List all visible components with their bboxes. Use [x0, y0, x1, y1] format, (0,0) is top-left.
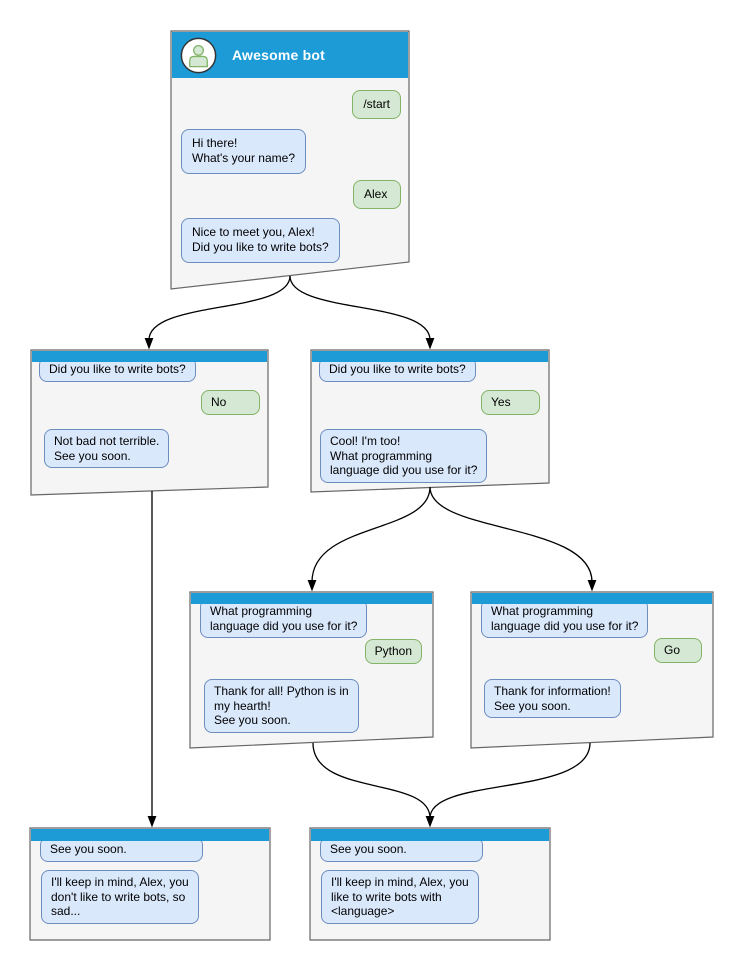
bot-title: Awesome bot	[232, 47, 325, 63]
bot-message[interactable]: I'll keep in mind, Alex, you like to wri…	[321, 870, 479, 924]
no-branch-titlebar	[32, 351, 267, 362]
sad-end-titlebar	[31, 829, 269, 841]
yes-branch-titlebar	[312, 351, 548, 362]
bot-message[interactable]: I'll keep in mind, Alex, you don't like …	[41, 870, 199, 924]
chat-window-yes-branch[interactable]: Did you like to write bots? Yes Cool! I'…	[311, 350, 549, 492]
user-message[interactable]: Alex	[353, 180, 401, 210]
python-branch-titlebar	[191, 593, 432, 604]
user-message[interactable]: Python	[364, 639, 422, 664]
chat-window-sad-end[interactable]: See you soon. I'll keep in mind, Alex, y…	[30, 828, 270, 940]
user-message[interactable]: Go	[654, 638, 702, 663]
bot-message[interactable]: What programming language did you use fo…	[481, 599, 649, 639]
user-message[interactable]: No	[201, 390, 260, 415]
bot-message[interactable]: Not bad not terrible. See you soon.	[44, 429, 170, 469]
bot-message[interactable]: Thank for information! See you soon.	[484, 679, 621, 719]
bot-message[interactable]: Hi there! What's your name?	[181, 129, 307, 174]
root-titlebar: Awesome bot	[172, 32, 408, 78]
bot-message[interactable]: Cool! I'm too! What programming language…	[320, 429, 488, 483]
chat-window-root[interactable]: Awesome bot /start Hi there! What's your…	[171, 31, 409, 289]
chat-window-language-end[interactable]: See you soon. I'll keep in mind, Alex, y…	[310, 828, 550, 940]
go-branch-titlebar	[472, 593, 712, 604]
chat-window-go-branch[interactable]: What programming language did you use fo…	[471, 592, 713, 748]
chat-window-python-branch[interactable]: What programming language did you use fo…	[190, 592, 433, 748]
bot-message[interactable]: See you soon.	[40, 837, 203, 862]
user-message[interactable]: Yes	[481, 390, 540, 415]
bot-message[interactable]: Nice to meet you, Alex! Did you like to …	[181, 218, 340, 263]
bot-avatar-person-icon	[180, 37, 217, 73]
bot-message[interactable]: Thank for all! Python is in my hearth! S…	[204, 679, 359, 733]
chat-window-no-branch[interactable]: Did you like to write bots? No Not bad n…	[31, 350, 268, 495]
bot-message[interactable]: What programming language did you use fo…	[200, 599, 368, 639]
user-message[interactable]: /start	[352, 90, 401, 120]
language-end-titlebar	[311, 829, 549, 841]
